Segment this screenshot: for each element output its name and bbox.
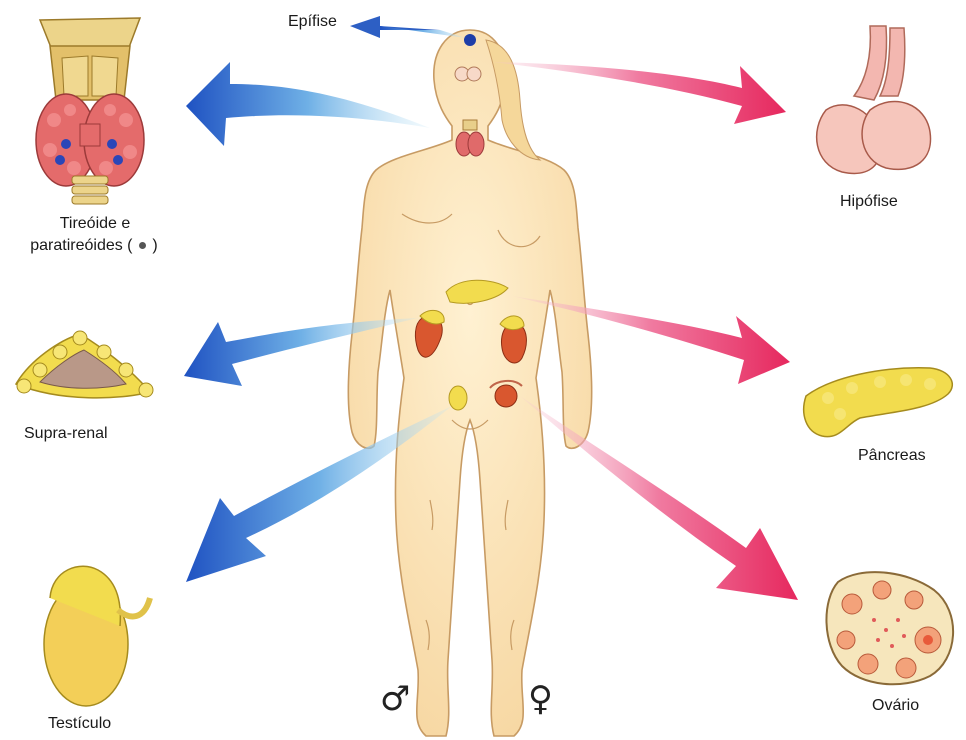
testis-illustration	[44, 566, 150, 706]
label-ovary: Ovário	[872, 696, 919, 716]
pancreas-illustration	[804, 368, 953, 437]
arrow-to-thyroid	[186, 62, 430, 146]
ovary-illustration	[826, 572, 953, 684]
label-thyroid-line2-end: )	[152, 237, 157, 254]
epiphysis-marker	[464, 34, 476, 46]
label-epiphysis: Epífise	[288, 12, 337, 32]
female-symbol-icon: ♀	[528, 682, 553, 716]
label-thyroid-line1: Tireóide e	[20, 214, 170, 234]
pituitary-illustration	[817, 26, 931, 173]
label-testis: Testículo	[48, 714, 111, 734]
thyroid-illustration	[36, 18, 144, 204]
label-pancreas: Pâncreas	[858, 446, 926, 466]
adrenal-illustration	[16, 331, 153, 398]
label-pituitary: Hipófise	[840, 192, 898, 212]
male-symbol-icon: ♂	[380, 682, 410, 716]
arrow-to-ovary	[520, 396, 798, 600]
label-thyroid-line2-text: paratireóides (	[30, 237, 132, 254]
parathyroid-dot-icon	[139, 242, 146, 249]
arrow-to-pituitary	[492, 62, 786, 124]
arrow-to-epiphysis	[350, 16, 466, 38]
label-adrenal: Supra-renal	[24, 424, 108, 444]
testis-on-body	[449, 386, 467, 410]
label-thyroid-line2: paratireóides ( )	[14, 236, 174, 256]
